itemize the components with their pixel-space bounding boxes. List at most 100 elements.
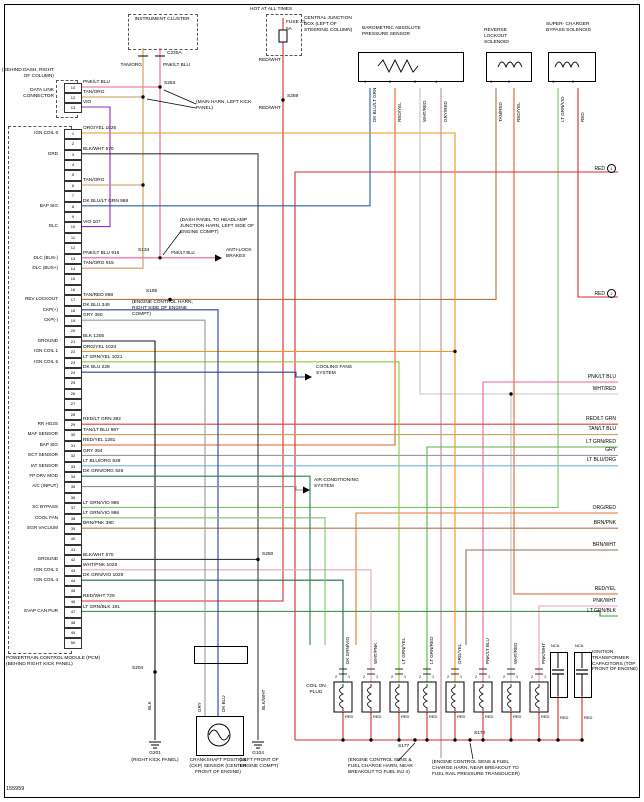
coil-pin-number: 2 — [531, 675, 534, 679]
supercharger-bypass-title: SUPER- CHARGER BYPASS SOLENOID — [546, 22, 591, 33]
pcm-pin-box: 11 — [64, 232, 82, 244]
coil-pin-number: 2 — [419, 675, 422, 679]
ignition-coil-icon — [479, 684, 484, 711]
pcm-wire-label: DK BLU 349 — [83, 303, 110, 308]
pcm-pin-box: 46 — [64, 596, 82, 608]
wire-pnk-lt-blu — [482, 381, 618, 682]
pcm-wire-label: WHT/PNK 1028 — [83, 563, 118, 568]
pcm-pin-box: 25 — [64, 378, 82, 389]
bap-pin-number: 2 — [389, 79, 392, 84]
pcm-row-label: BAP SIG — [39, 441, 58, 447]
bap-wire-vertical-label: RED/YEL — [397, 102, 402, 122]
dlc-pin-box: 12 — [64, 92, 82, 104]
wire-dk-blu — [80, 371, 310, 378]
pcm-row-label: A/C (INPUT) — [32, 483, 58, 489]
edge-wire-label: BRN/PNK — [593, 519, 616, 526]
pcm-row-label: DLC (BUS+) — [32, 265, 58, 270]
pcm-row-label: RR HO2S — [37, 421, 58, 426]
coil-pin-number: 1 — [460, 675, 463, 679]
ignition-coil-box — [361, 681, 381, 713]
coil-pin-number: 2 — [475, 675, 478, 679]
pcm-pin-box: 17 — [64, 295, 82, 306]
wire-dk-blu — [80, 309, 219, 716]
edge-label-row: RED/YEL — [552, 586, 616, 592]
pcm-wire-label: ORG/YEL 1024 — [83, 344, 117, 350]
pcm-pin-box: 23 — [64, 357, 82, 369]
edge-wire-label: RED/LT GRN — [586, 415, 616, 422]
splice-dot — [453, 738, 457, 742]
wire-blk-wht — [80, 153, 259, 740]
edge-wire-label: ORG/RED — [592, 504, 616, 511]
ignition-coil-icon — [339, 684, 344, 711]
wire-wht-red — [419, 88, 618, 395]
nca-label: NCA — [575, 643, 584, 648]
pcm-pin-box: 43 — [64, 565, 82, 577]
ckp-wire-vertical-label: DK BLU — [221, 695, 226, 712]
pcm-label: POWERTRAIN CONTROL MODULE (PCM) (BEHIND … — [6, 656, 101, 667]
wire-org-red — [355, 512, 618, 645]
pcm-pin-box: 49 — [64, 627, 82, 639]
pcm-pin-box: 15 — [64, 274, 82, 285]
pcm-pin-box: 36 — [64, 492, 82, 504]
bap-wire-vertical-label: WHT/RED — [422, 100, 427, 122]
wire-lt-grn-vio — [80, 517, 326, 645]
coil-pin-number: 1 — [432, 675, 435, 679]
ignition-coil-icon — [451, 684, 456, 711]
cluster-wire-right-label: PNK/LT BLU — [163, 63, 191, 68]
coil-pin-number: 1 — [516, 675, 519, 679]
dlc-pin-box: 13 — [64, 102, 82, 114]
note-pointer-line — [162, 230, 182, 256]
splice-dot — [556, 738, 560, 742]
pcm-wire-label: LT BLU/ORG 928 — [83, 459, 121, 464]
edge-wire-label: PNK/LT BLU — [587, 373, 616, 380]
pcm-pin-box: 12 — [64, 243, 82, 254]
edge-label-row: PNK/LT BLU — [552, 374, 616, 380]
coil-wire-vertical-label: WHT/PNK — [373, 642, 378, 664]
pcm-pin-box: 39 — [64, 523, 82, 535]
sc_bypass-wire-vertical-label: RED — [580, 112, 585, 122]
bap-pin-number: 4 — [435, 79, 438, 84]
sc_bypass-pin-number: 2 — [572, 79, 575, 84]
pcm-row-label: IGN COIL 5 — [34, 358, 58, 364]
splice-dot — [425, 738, 429, 742]
splice-s253-label: S253 — [164, 81, 176, 86]
splice-dot — [397, 738, 401, 742]
hot-at-all-times-label: HOT AT ALL TIMES — [250, 7, 293, 12]
edge-label-row: RED/LT GRN — [552, 416, 616, 422]
arrow-icon — [303, 486, 310, 494]
splice-dot — [281, 98, 285, 102]
pcm-pin-box: 3 — [64, 149, 82, 161]
ignition-coil-icon — [423, 684, 428, 711]
pcm-row-label: IGN COIL 1 — [34, 348, 58, 354]
wire-lt-grn-blk — [80, 610, 618, 617]
pcm-wire-label: RED/WHT 729 — [83, 594, 115, 600]
splice-dot — [141, 183, 145, 187]
edge-label-row: GRY — [552, 447, 616, 453]
pcm-wire-label: DK GRN/ORG 926 — [83, 469, 124, 475]
coil-pin-number: 1 — [376, 675, 379, 679]
coil-supply-label: RED — [541, 714, 550, 719]
fuel-rail-note: (ENGINE CONTROL SENS & FUEL CHARGE HARN,… — [432, 760, 520, 777]
ignition-coil-box — [417, 681, 437, 713]
pcm-wire-label: DK BLU/LT GRN 968 — [83, 199, 129, 204]
pcm-wire-label: TAN/LT BLU 987 — [83, 427, 119, 433]
pcm-pin-box: 33 — [64, 461, 82, 473]
note-pointer-line — [163, 89, 197, 105]
wire-vio — [80, 106, 111, 228]
pcm-pin-box: 38 — [64, 513, 82, 525]
connector-c220a-label: C220A — [167, 51, 182, 56]
wire-gry — [80, 319, 206, 716]
pcm-row-label: GRD — [47, 150, 58, 156]
pcm-row-label: EGR VACUUM — [27, 525, 58, 530]
note-pointer-line — [469, 742, 474, 760]
coil-wire-vertical-label: ORG/YEL — [457, 643, 462, 664]
ignition-coil-icon — [535, 684, 540, 711]
ckp-connector-box — [194, 646, 248, 664]
wire-lt-grn-red — [426, 446, 618, 682]
splice-dot — [168, 297, 172, 302]
coil-pin-number: 2 — [447, 675, 450, 679]
pcm-pin-box: 30 — [64, 430, 82, 441]
pcm-row-label: DLC (BUS-) — [33, 254, 58, 260]
